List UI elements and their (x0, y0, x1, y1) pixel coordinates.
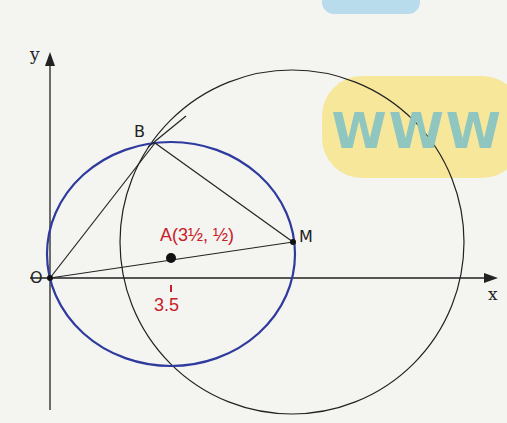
watermark-patch (322, 0, 420, 14)
y-arrow (45, 52, 55, 66)
value-note: 3.5 (154, 296, 179, 314)
axis-label: y (30, 46, 40, 63)
blue-circle (47, 142, 295, 366)
coordinate-note: A(3½, ½) (160, 226, 234, 244)
tick-mark (170, 285, 172, 292)
watermark-band (322, 76, 507, 178)
x-arrow (484, 273, 498, 283)
point-label: B (134, 124, 145, 140)
tangent-line (148, 116, 186, 147)
point-o (47, 275, 53, 281)
segment-ob (50, 143, 155, 278)
point-label: O (30, 270, 43, 286)
point-m (290, 239, 296, 245)
x-axis (30, 277, 490, 278)
watermark: WWW (332, 106, 503, 156)
center-point (166, 253, 176, 263)
segment-om (50, 242, 293, 278)
axis-label: x (488, 286, 498, 303)
point-label: M (299, 229, 313, 245)
